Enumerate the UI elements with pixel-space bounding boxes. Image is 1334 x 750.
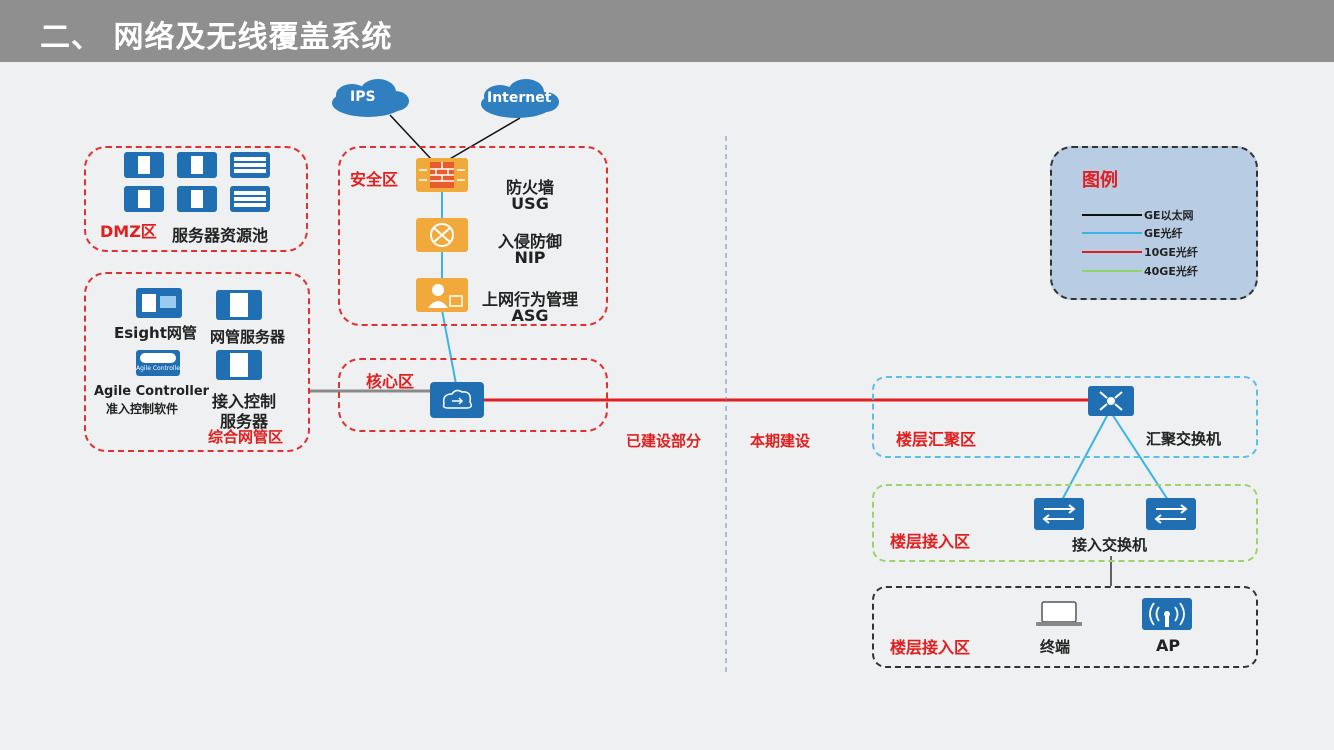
dmz-zone-label: DMZ区 bbox=[100, 222, 157, 241]
legend-swatch bbox=[1082, 214, 1142, 216]
internet-link bbox=[447, 117, 521, 161]
asg-core-link bbox=[441, 309, 457, 385]
access-point-icon bbox=[1142, 598, 1192, 630]
legend-label: GE光纤 bbox=[1144, 227, 1183, 240]
legend-swatch bbox=[1082, 232, 1142, 234]
title-bar: 二、 网络及无线覆盖系统 bbox=[0, 0, 1334, 62]
access-switch-1-icon bbox=[1034, 498, 1084, 530]
dmz-zone bbox=[84, 146, 308, 252]
agile-controller-label: Agile Controller bbox=[94, 384, 210, 399]
legend-swatch bbox=[1082, 251, 1142, 253]
legend-item-ge-ethernet: GE以太网 bbox=[1082, 208, 1252, 222]
legend-swatch bbox=[1082, 270, 1142, 272]
mgmt-zone-label: 综合网管区 bbox=[208, 428, 284, 446]
firewall-icon bbox=[416, 158, 468, 192]
behavior-management-icon bbox=[416, 278, 468, 312]
asg-name: 上网行为管理 bbox=[481, 290, 578, 309]
legend-label: 40GE光纤 bbox=[1144, 265, 1198, 278]
mgmt-zone bbox=[84, 272, 310, 452]
legend-item-ge-fiber: GE光纤 bbox=[1082, 226, 1252, 240]
page-title: 二、 网络及无线覆盖系统 bbox=[40, 20, 393, 55]
core-zone-label: 核心区 bbox=[366, 372, 415, 391]
legend-label: GE以太网 bbox=[1144, 209, 1194, 222]
ips-name: 入侵防御 bbox=[497, 232, 562, 251]
nms-server-label: 网管服务器 bbox=[210, 328, 286, 346]
access-control-label-1: 接入控制 bbox=[212, 392, 277, 411]
ips-model: NIP bbox=[514, 248, 546, 267]
core-switch-icon bbox=[430, 382, 484, 418]
server-pool-icons bbox=[124, 152, 270, 212]
ap-label: AP bbox=[1156, 636, 1181, 655]
floor-access-switch-zone bbox=[872, 484, 1258, 562]
core-zone bbox=[338, 358, 608, 432]
aggregation-switch-label: 汇聚交换机 bbox=[1146, 430, 1222, 448]
nms-server-icon bbox=[216, 290, 262, 320]
legend-item-40ge-fiber: 40GE光纤 bbox=[1082, 264, 1252, 278]
firewall-model: USG bbox=[511, 194, 549, 213]
floor-aggregation-zone bbox=[872, 376, 1258, 458]
legend-title: 图例 bbox=[1082, 170, 1118, 191]
aggregation-switch-icon bbox=[1088, 386, 1134, 416]
security-zone bbox=[338, 146, 608, 326]
legend-item-10ge-fiber: 10GE光纤 bbox=[1082, 245, 1252, 259]
floor-access-terminal-zone bbox=[872, 586, 1258, 668]
agile-controller-icon-text: Agile Controller bbox=[136, 365, 183, 372]
security-zone-label: 安全区 bbox=[350, 170, 399, 189]
esight-label: Esight网管 bbox=[114, 324, 197, 342]
access-switch-label: 接入交换机 bbox=[1072, 536, 1148, 554]
esight-icon bbox=[136, 288, 182, 318]
current-phase-label: 本期建设 bbox=[750, 432, 811, 450]
ips-link bbox=[389, 114, 433, 161]
asg-model: ASG bbox=[511, 306, 549, 325]
internet-cloud-icon bbox=[481, 79, 559, 118]
legend-panel: 图例 GE以太网 GE光纤 10GE光纤 40GE光纤 bbox=[1050, 146, 1258, 300]
floor-access-label-2: 楼层接入区 bbox=[890, 638, 971, 657]
access-control-server-icon bbox=[216, 350, 262, 380]
laptop-icon bbox=[1036, 601, 1082, 626]
access-control-label-2: 服务器 bbox=[220, 412, 269, 431]
ips-cloud-icon bbox=[332, 79, 409, 117]
firewall-name: 防火墙 bbox=[505, 178, 554, 197]
agile-controller-sub-label: 准入控制软件 bbox=[106, 402, 179, 416]
server-pool-label: 服务器资源池 bbox=[172, 226, 269, 245]
agile-controller-icon: Agile Controller bbox=[136, 350, 183, 376]
internet-cloud-label: Internet bbox=[487, 90, 552, 106]
intrusion-prevention-icon bbox=[416, 218, 468, 252]
ips-cloud-label: IPS bbox=[350, 89, 376, 105]
access-switch-2-icon bbox=[1146, 498, 1196, 530]
terminal-label: 终端 bbox=[1040, 638, 1071, 656]
built-part-label: 已建设部分 bbox=[626, 432, 702, 450]
legend-label: 10GE光纤 bbox=[1144, 246, 1198, 259]
floor-aggregation-label: 楼层汇聚区 bbox=[896, 430, 977, 449]
floor-access-label-1: 楼层接入区 bbox=[890, 532, 971, 551]
